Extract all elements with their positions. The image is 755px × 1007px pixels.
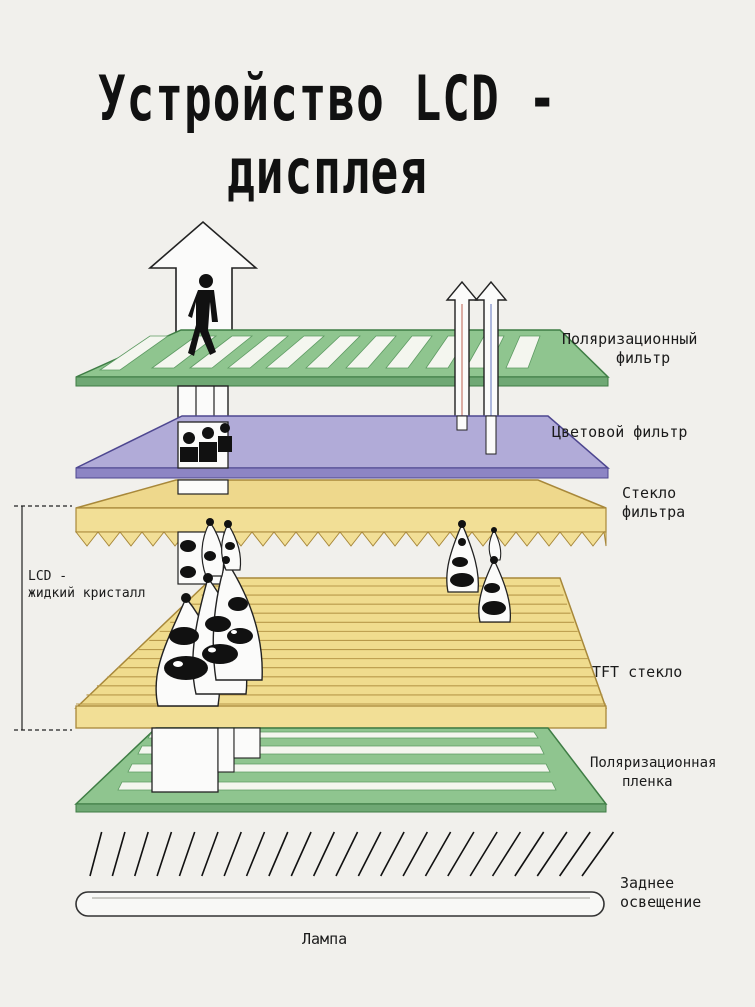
label-line: фильтр bbox=[562, 349, 697, 368]
liquid-crystal-molecules-left bbox=[156, 518, 262, 706]
filter-glass-layer bbox=[76, 480, 606, 546]
page-title: Устройство LCD - дисплея bbox=[0, 62, 655, 208]
lamp-tube bbox=[76, 892, 604, 916]
label-filter-glass: Стекло фильтра bbox=[622, 484, 685, 522]
label-polarizing-film: Поляризационная пленка bbox=[590, 754, 716, 792]
label-tft-glass: TFT стекло bbox=[592, 663, 682, 682]
polarizing-filter-layer bbox=[76, 330, 608, 386]
color-filter-layer bbox=[76, 416, 608, 478]
label-color-filter: Цветовой фильтр bbox=[552, 423, 687, 442]
label-line: жидкий кристалл bbox=[28, 585, 145, 602]
label-line: пленка bbox=[590, 773, 716, 792]
label-line: Поляризационная bbox=[590, 754, 716, 773]
polarizing-film-layer bbox=[76, 728, 606, 812]
label-line: освещение bbox=[620, 893, 701, 912]
label-lcd: LCD - жидкий кристалл bbox=[28, 568, 145, 602]
label-polarizing-filter: Поляризационный фильтр bbox=[562, 330, 697, 368]
lcd-bracket bbox=[14, 506, 72, 730]
label-line: Стекло bbox=[622, 484, 685, 503]
label-backlight: Заднее освещение bbox=[620, 874, 701, 912]
label-line: Поляризационный bbox=[562, 330, 697, 349]
backlight-rays bbox=[90, 832, 613, 876]
label-line: Заднее bbox=[620, 874, 701, 893]
label-line: LCD - bbox=[28, 568, 145, 585]
label-line: фильтра bbox=[622, 503, 685, 522]
tft-glass-layer bbox=[76, 578, 606, 728]
label-lamp: Лампа bbox=[302, 930, 347, 949]
